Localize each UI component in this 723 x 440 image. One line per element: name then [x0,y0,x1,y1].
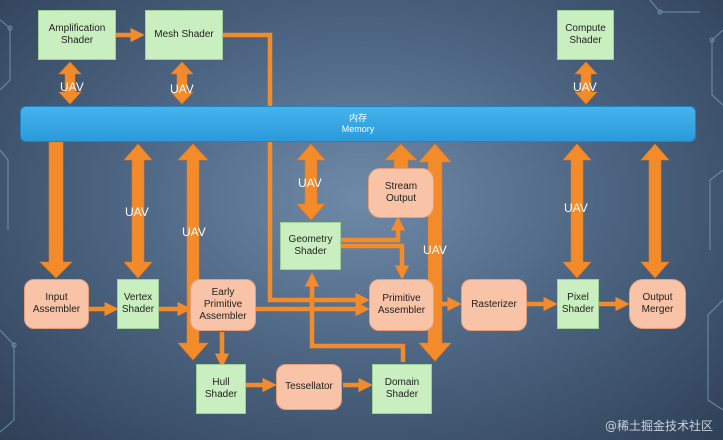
uav-arrow-output [640,143,670,279]
input-assembler: Input Assembler [24,279,89,329]
memory-label-cn: 内存 [348,113,367,123]
arrow-domain-to-geometry [304,272,406,362]
uav-arrow-hull [177,143,209,361]
arrow-memory-to-input [39,141,73,279]
flow-arrows [89,27,630,393]
uav-arrow-vertex [123,143,153,279]
uav-label-vertex: UAV [125,205,149,219]
primitive-assembler: Primitive Assembler [369,279,434,331]
memory-arrows [39,141,670,362]
rasterizer: Rasterizer [461,279,527,331]
mesh-shader: Mesh Shader [145,10,223,60]
hull-shader: Hull Shader [196,364,246,414]
uav-arrow-geometry [296,143,326,221]
uav-label-mesh: UAV [170,82,194,96]
arrow-mesh-to-primitive [222,32,370,308]
tessellator: Tessellator [276,364,342,410]
uav-arrow-domain [418,143,452,362]
uav-arrow-amplification [58,61,82,105]
arrow-geometry-to-primitive [340,243,410,280]
arrow-geometry-to-stream [340,216,406,243]
uav-arrow-compute [574,61,598,105]
compute-shader: Compute Shader [557,10,614,60]
watermark: @稀土掘金技术社区 [604,419,713,433]
early-primitive-assembler: Early Primitive Assembler [190,279,256,331]
uav-arrow-pixel [562,143,592,279]
domain-shader: Domain Shader [372,364,432,414]
uav-label-compute: UAV [573,80,597,94]
output-merger: Output Merger [629,279,686,329]
memory-bar: 内存 Memory [20,106,696,142]
uav-label-geometry: UAV [298,176,322,190]
memory-label-en: Memory [341,124,375,134]
geometry-shader: Geometry Shader [280,222,341,270]
uav-label-hull: UAV [182,225,206,239]
vertex-shader: Vertex Shader [117,279,159,329]
amplification-shader: Amplification Shader [38,10,116,60]
arrow-stream-to-memory [384,143,418,169]
uav-label-pixel: UAV [564,201,588,215]
pixel-shader: Pixel Shader [557,279,599,329]
uav-label-domain: UAV [423,243,447,257]
stream-output: Stream Output [368,168,434,218]
uav-arrow-mesh [170,61,194,105]
uav-top-arrows [58,61,598,105]
uav-label-amplification: UAV [60,80,84,94]
